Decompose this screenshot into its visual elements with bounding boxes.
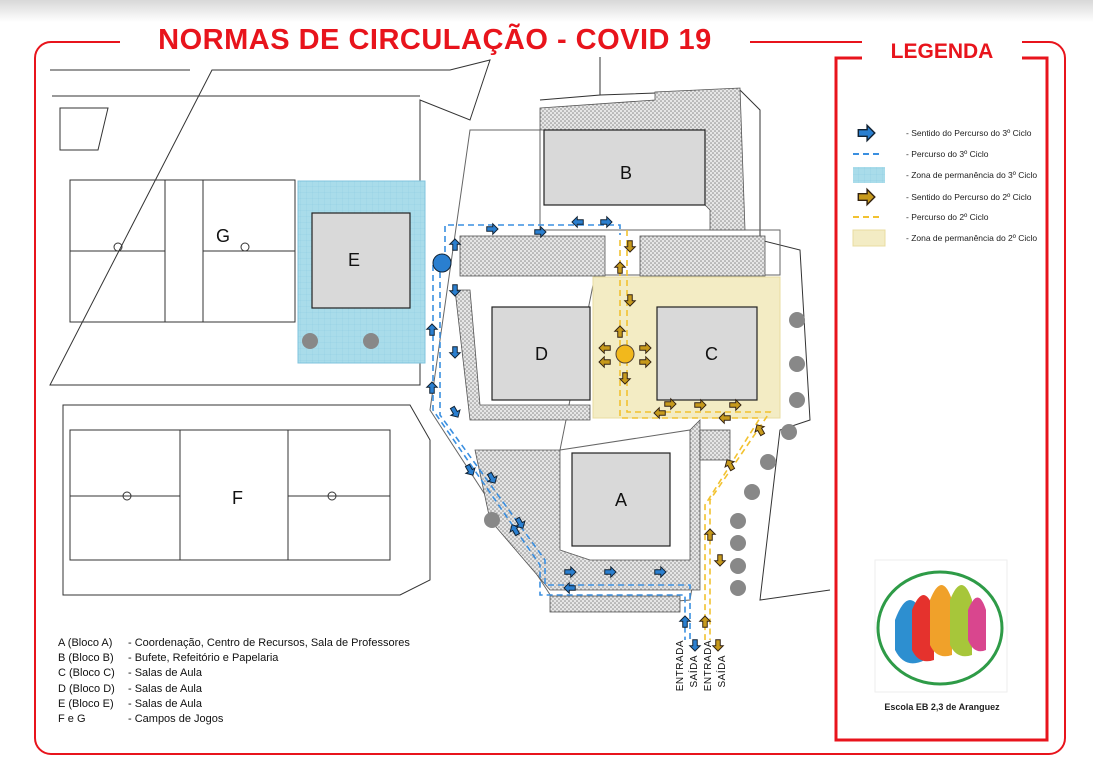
block-desc: - Campos de Jogos [128, 713, 224, 726]
block-key: C (Bloco C) [58, 667, 115, 680]
label-block-a: A [615, 490, 628, 510]
arrow-2nd-cycle-icon [714, 554, 726, 567]
block-a [571, 452, 671, 547]
legend-item-label: - Sentido do Percurso do 2º Ciclo [906, 192, 1032, 202]
block-key: D (Bloco D) [58, 682, 115, 695]
label-field-g: G [216, 226, 231, 246]
page-title: NORMAS DE CIRCULAÇÃO - COVID 19 [120, 24, 750, 57]
label-field-f: F [232, 488, 243, 508]
block-b [543, 129, 706, 206]
block-row: C (Bloco C) - Salas de Aula [58, 666, 410, 681]
block-desc: - Bufete, Refeitório e Papelaria [128, 652, 279, 665]
block-row: E (Bloco E) - Salas de Aula [58, 697, 410, 712]
legend-title: LEGENDA [862, 40, 1022, 64]
legend-item-label: - Percurso do 3º Ciclo [906, 149, 989, 159]
arrow-blue-icon [857, 124, 876, 142]
arrow-3rd-cycle-icon [679, 615, 691, 628]
legend-item-label: - Percurso do 2º Ciclo [906, 212, 989, 222]
gate-exit-2nd: SAÍDA [717, 655, 728, 688]
label-block-c: C [705, 344, 718, 364]
top-shadow [0, 0, 1093, 22]
route-3rd-cycle [444, 224, 621, 262]
meeting-point-2nd-cycle [615, 344, 635, 364]
block-desc: - Salas de Aula [128, 697, 202, 710]
gate-entrance-2nd: ENTRADA [703, 640, 714, 692]
label-block-e: E [348, 250, 361, 270]
block-e [311, 212, 411, 309]
legend-item-label: - Zona de permanência do 2º Ciclo [906, 233, 1038, 243]
legend-item-label: - Zona de permanência do 3º Ciclo [906, 170, 1038, 180]
block-row: B (Bloco B) - Bufete, Refeitório e Papela… [58, 651, 410, 666]
block-key: F e G [58, 713, 86, 726]
gate-exit-3rd: SAÍDA [689, 655, 700, 688]
arrow-2nd-cycle-icon [614, 261, 626, 274]
legend-item-label: - Sentido do Percurso do 3º Ciclo [906, 128, 1032, 138]
arrow-2nd-cycle-icon [699, 615, 711, 628]
arrow-gold-icon [857, 188, 876, 206]
block-key: B (Bloco B) [58, 652, 114, 665]
block-desc: - Salas de Aula [128, 682, 202, 695]
block-row: D (Bloco D) - Salas de Aula [58, 682, 410, 697]
arrow-2nd-cycle-icon [712, 639, 724, 652]
meeting-point-3rd-cycle [432, 253, 452, 273]
arrow-3rd-cycle-icon [426, 381, 438, 394]
block-row: A (Bloco A) - Coordenação, Centro de Recu… [58, 636, 410, 651]
block-key: A (Bloco A) [58, 637, 113, 649]
arrow-3rd-cycle-icon [689, 639, 701, 652]
arrow-3rd-cycle-icon [426, 323, 438, 336]
block-key: E (Bloco E) [58, 697, 114, 710]
blocks-list: A (Bloco A) - Coordenação, Centro de Recu… [58, 636, 410, 727]
arrow-2nd-cycle-icon [704, 528, 716, 541]
arrow-3rd-cycle-icon [449, 238, 461, 251]
field-f [69, 429, 391, 561]
block-desc: - Salas de Aula [128, 667, 202, 680]
trees [302, 312, 805, 596]
gate-entrance-3rd: ENTRADA [675, 640, 686, 692]
label-block-b: B [620, 163, 633, 183]
yellow-zone-swatch-icon [852, 229, 886, 247]
block-c [656, 306, 758, 401]
label-block-d: D [535, 344, 548, 364]
block-desc: - Coordenação, Centro de Recursos, Sala … [128, 637, 410, 649]
blue-zone-swatch-icon [853, 167, 885, 183]
block-d [491, 306, 591, 401]
arrow-3rd-cycle-icon [449, 346, 461, 359]
arrow-3rd-cycle-icon [447, 404, 464, 421]
field-g [69, 179, 296, 323]
block-row: F e G - Campos de Jogos [58, 712, 410, 727]
school-logo [874, 559, 1008, 693]
school-name: Escola EB 2,3 de Aranguez [884, 702, 1000, 712]
